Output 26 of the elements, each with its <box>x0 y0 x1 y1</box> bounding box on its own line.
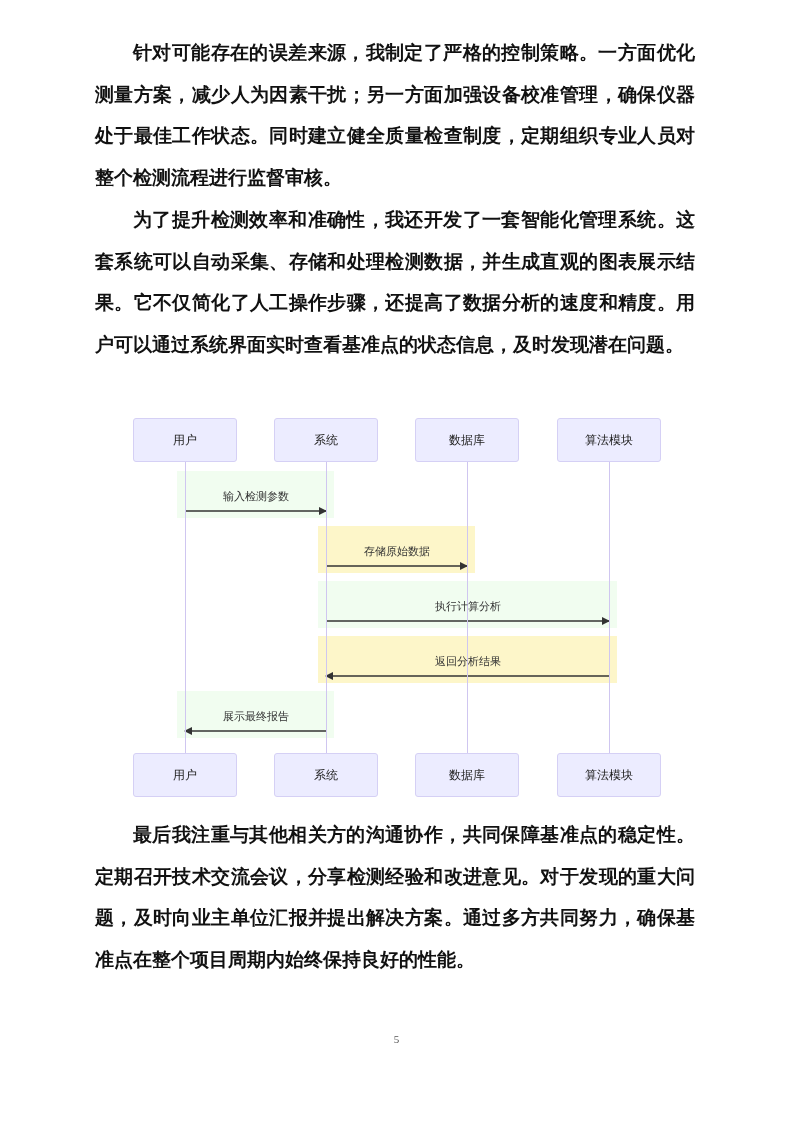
message-arrow <box>325 617 610 625</box>
paragraph: 为了提升检测效率和准确性，我还开发了一套智能化管理系统。这套系统可以自动采集、存储和处理检测数据，并生成直观的图表展示结果。它不仅简化了人工操作步骤，还提高了数据分析的速度和精度。用户可以通过系统界面实时查看基准点的状态信息，及时发现潜在问题。 <box>95 208 695 357</box>
lifeline <box>608 462 610 753</box>
message-label: 输入检测参数 <box>222 489 289 504</box>
participant-box: 数据库 <box>415 753 519 797</box>
participant-box: 数据库 <box>415 418 519 462</box>
lifeline <box>325 462 327 753</box>
message-arrow <box>325 672 610 680</box>
message-label: 展示最终报告 <box>222 709 289 724</box>
participant-box: 系统 <box>274 753 378 797</box>
message-arrow <box>184 727 327 735</box>
message-arrow <box>184 507 327 515</box>
message-label: 存储原始数据 <box>363 544 430 559</box>
paragraph: 针对可能存在的误差来源，我制定了严格的控制策略。一方面优化测量方案，减少人为因素干扰；另一方面加强设备校准管理，确保仪器处于最佳工作状态。同时建立健全质量检查制度，定期组织专业人员对整个检测流程进行监督审核。 <box>95 41 695 190</box>
paragraph: 最后我注重与其他相关方的沟通协作，共同保障基准点的稳定性。定期召开技术交流会议，分享检测经验和改进意见。对于发现的重大问题，及时向业主单位汇报并提出解决方案。通过多方共同努力，确保基准点在整个项目周期内始终保持良好的性能。 <box>95 823 695 972</box>
message-label: 执行计算分析 <box>434 599 501 614</box>
lifeline <box>466 462 468 753</box>
participant-box: 系统 <box>274 418 378 462</box>
participant-box: 用户 <box>133 418 237 462</box>
participant-box: 用户 <box>133 753 237 797</box>
message-label: 返回分析结果 <box>434 654 501 669</box>
page-number: 5 <box>392 1033 401 1045</box>
participant-box: 算法模块 <box>557 753 661 797</box>
participant-box: 算法模块 <box>557 418 661 462</box>
message-arrow <box>325 562 468 570</box>
lifeline <box>184 462 186 753</box>
